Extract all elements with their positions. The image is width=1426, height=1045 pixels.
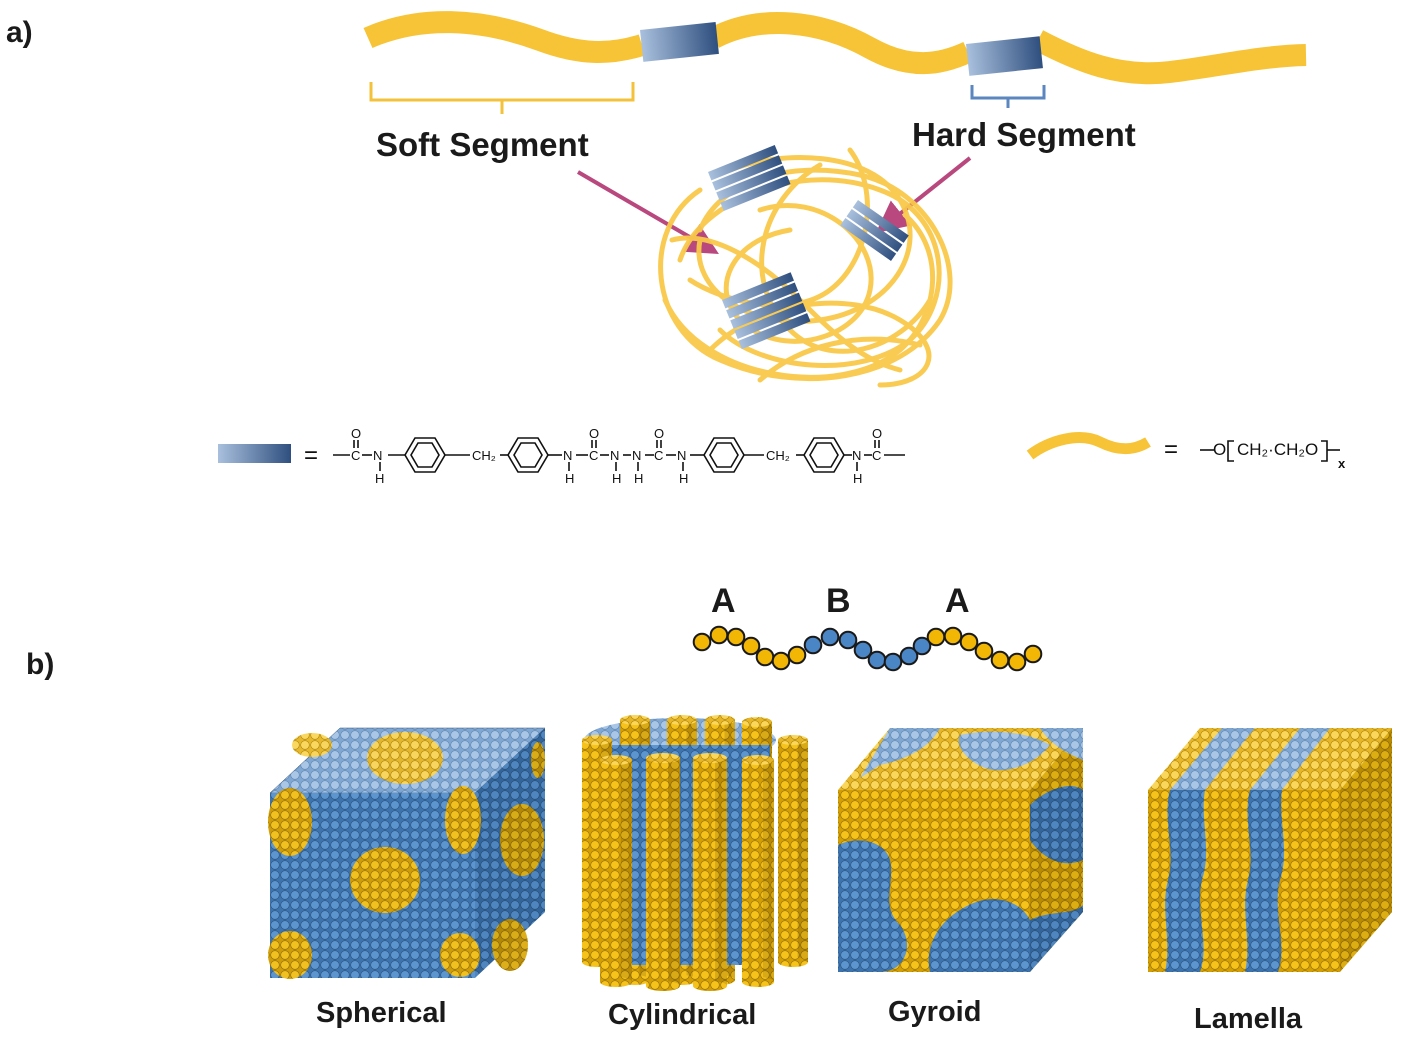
hard-segment-arrow	[875, 156, 972, 233]
hard-segment-block	[640, 22, 719, 62]
bead-b	[803, 635, 823, 655]
atom-h: H	[634, 471, 644, 486]
gyroid-morphology-cube	[838, 728, 1083, 972]
cylinder-rod	[693, 753, 727, 991]
block-label-a-right: A	[945, 582, 970, 620]
bead-a	[787, 645, 807, 665]
bead-a	[771, 651, 791, 671]
soft-formula-subscript: x	[1338, 456, 1346, 471]
bead-b	[883, 652, 903, 672]
bead-a	[726, 627, 746, 647]
soft-segment-strand	[1032, 30, 1307, 85]
atom-n: N	[677, 448, 687, 463]
atom-h: H	[565, 471, 575, 486]
atom-n: N	[632, 448, 642, 463]
bead-a	[741, 636, 761, 656]
hard-segment-block	[966, 36, 1043, 76]
hard-segment-label: Hard Segment	[912, 116, 1136, 153]
bead-a	[692, 632, 712, 652]
morphology-label-spherical: Spherical	[316, 997, 447, 1029]
cylinder-rod	[778, 735, 808, 967]
soft-segment-strand	[708, 12, 973, 75]
atom-n: N	[373, 448, 383, 463]
lamella-morphology-cube	[1148, 728, 1392, 972]
soft-segment-bracket	[369, 82, 635, 114]
hard-legend-equals: =	[304, 442, 319, 469]
polymer-chain	[363, 11, 1307, 85]
triblock-bead-chain	[692, 625, 1043, 672]
soft-segment-formula-brackets	[1200, 440, 1340, 462]
soft-legend-equals: =	[1164, 436, 1179, 463]
bead-a	[1007, 652, 1027, 672]
bead-b	[853, 640, 873, 660]
formula-o: O	[1213, 440, 1227, 459]
atom-c: C	[351, 448, 361, 463]
atom-ch2: CH₂	[766, 448, 790, 463]
soft-segment-strand	[363, 11, 646, 63]
cylindrical-morphology	[582, 715, 808, 991]
spherical-morphology-cube	[268, 727, 546, 979]
hard-segment-structure	[333, 437, 905, 473]
tangled-polymer-coil	[658, 147, 953, 388]
soft-segment-legend-icon	[1026, 432, 1151, 460]
atom-n: N	[610, 448, 620, 463]
bead-a	[990, 650, 1010, 670]
atom-n: N	[563, 448, 573, 463]
bead-a	[943, 626, 963, 646]
bead-b	[838, 630, 858, 650]
bead-b	[867, 650, 887, 670]
atom-ch2: CH₂	[472, 448, 496, 463]
spherical-domains	[268, 732, 545, 979]
atom-o: O	[589, 426, 600, 441]
atom-n: N	[852, 448, 862, 463]
atom-h: H	[612, 471, 622, 486]
block-label-a-left: A	[711, 582, 736, 620]
atom-h: H	[375, 471, 385, 486]
hard-domain	[722, 272, 811, 350]
formula-repeat: CH₂·CH₂O	[1237, 440, 1319, 459]
hard-domain	[840, 200, 909, 261]
bead-a	[974, 641, 994, 661]
atom-c: C	[589, 448, 599, 463]
soft-segment-formula: O CH₂·CH₂O	[1213, 440, 1318, 460]
atom-c: C	[654, 448, 664, 463]
bead-a	[755, 647, 775, 667]
atom-o: O	[351, 426, 362, 441]
bead-a	[926, 627, 946, 647]
hard-segment-legend-icon	[218, 444, 291, 463]
cylinder-rod	[742, 755, 774, 987]
panel-label-b: b)	[26, 648, 55, 681]
morphology-label-lamella: Lamella	[1194, 1003, 1302, 1035]
bead-a	[709, 625, 729, 645]
atom-o: O	[872, 426, 883, 441]
bead-a	[1023, 644, 1043, 664]
cylinder-rod	[600, 755, 632, 987]
hard-domain	[708, 145, 791, 211]
atom-h: H	[679, 471, 689, 486]
soft-segment-label: Soft Segment	[376, 126, 589, 163]
bead-b	[899, 646, 919, 666]
morphology-label-cylindrical: Cylindrical	[608, 999, 757, 1031]
atom-o: O	[654, 426, 665, 441]
atom-h: H	[853, 471, 863, 486]
bead-a	[959, 632, 979, 652]
atom-c: C	[872, 448, 882, 463]
hard-segment-bracket	[970, 85, 1046, 108]
panel-label-a: a)	[6, 16, 33, 49]
bead-b	[820, 627, 840, 647]
cylinder-rod	[646, 753, 680, 991]
block-label-b: B	[826, 582, 851, 620]
morphology-label-gyroid: Gyroid	[888, 996, 982, 1028]
bead-b	[912, 636, 932, 656]
